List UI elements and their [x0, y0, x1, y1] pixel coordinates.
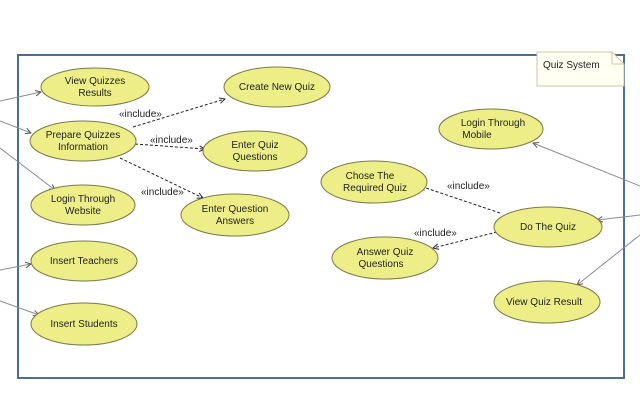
system-name: Quiz System [543, 60, 600, 71]
include-label-enter-answers: «include» [141, 187, 184, 198]
use-case-create-quiz-line-1: Create New Quiz [239, 82, 315, 93]
association-prepare-quizzes [0, 120, 31, 133]
include-chose-quiz [420, 186, 501, 214]
association-login-mobile [533, 143, 640, 187]
include-enter-answers [119, 157, 203, 198]
use-case-prepare-quizzes-line-1: Prepare Quizzes [46, 130, 120, 141]
association-view-result [577, 234, 640, 285]
use-case-view-results[interactable]: View Quizzes Results [40, 67, 150, 107]
use-case-login-website-line-2: Website [65, 206, 101, 217]
use-case-chose-quiz-line-2: Required Quiz [343, 183, 407, 194]
use-case-prepare-quizzes[interactable]: Prepare Quizzes Information [29, 120, 137, 162]
use-case-prepare-quizzes-line-2: Information [58, 142, 108, 153]
use-case-view-results-line-2: Results [78, 88, 111, 99]
include-create-quiz [132, 99, 225, 128]
use-case-chose-quiz-line-1: Chose The [346, 171, 395, 182]
association-do-quiz [597, 214, 640, 220]
use-case-enter-answers-line-2: Answers [216, 216, 254, 227]
use-case-enter-questions-line-1: Enter Quiz [231, 140, 278, 151]
use-case-answer-questions-line-2: Questions [358, 259, 403, 270]
use-case-do-quiz[interactable]: Do The Quiz [493, 206, 603, 248]
use-case-login-mobile-line-2: Mobile [462, 130, 492, 141]
use-case-insert-students[interactable]: Insert Students [30, 302, 138, 346]
include-answer-questions [433, 231, 498, 248]
use-case-answer-questions[interactable]: Answer Quiz Questions [331, 236, 439, 280]
include-label-enter-questions: «include» [150, 135, 193, 146]
use-case-enter-answers-line-1: Enter Question [202, 204, 269, 215]
include-dependencies [119, 99, 501, 248]
use-case-enter-answers[interactable]: Enter Question Answers [180, 193, 290, 237]
use-case-enter-questions-line-2: Questions [232, 152, 277, 163]
use-cases: View Quizzes Results Prepare Quizzes Inf… [29, 66, 603, 346]
use-case-login-website[interactable]: Login Through Website [30, 184, 136, 226]
include-label-answer-questions: «include» [414, 228, 457, 239]
use-case-insert-teachers-line-1: Insert Teachers [50, 256, 118, 267]
association-insert-teachers [0, 264, 31, 271]
association-login-website [0, 147, 55, 190]
use-case-chose-quiz[interactable]: Chose The Required Quiz [320, 160, 428, 204]
include-enter-questions [134, 143, 205, 149]
use-case-do-quiz-line-1: Do The Quiz [520, 222, 576, 233]
actor-associations [0, 92, 640, 315]
use-case-login-website-line-1: Login Through [51, 194, 115, 205]
system-name-note: Quiz System [536, 51, 625, 87]
use-case-answer-questions-line-1: Answer Quiz [357, 247, 414, 258]
association-insert-students [0, 300, 39, 315]
use-case-enter-questions[interactable]: Enter Quiz Questions [202, 130, 308, 172]
association-view-results [0, 92, 41, 102]
include-label-create-quiz: «include» [119, 109, 162, 120]
use-case-insert-students-line-1: Insert Students [50, 319, 117, 330]
include-labels: «include» «include» «include» «include» … [119, 109, 490, 239]
use-case-login-mobile[interactable]: Login Through Mobile [438, 108, 544, 150]
use-case-view-result-line-1: View Quiz Result [506, 297, 582, 308]
use-case-view-result[interactable]: View Quiz Result [493, 280, 601, 324]
include-label-chose-quiz: «include» [447, 181, 490, 192]
use-case-create-quiz[interactable]: Create New Quiz [223, 66, 331, 108]
use-case-view-results-line-1: View Quizzes [65, 76, 125, 87]
use-case-insert-teachers[interactable]: Insert Teachers [30, 240, 138, 282]
use-case-login-mobile-line-1: Login Through [461, 118, 525, 129]
